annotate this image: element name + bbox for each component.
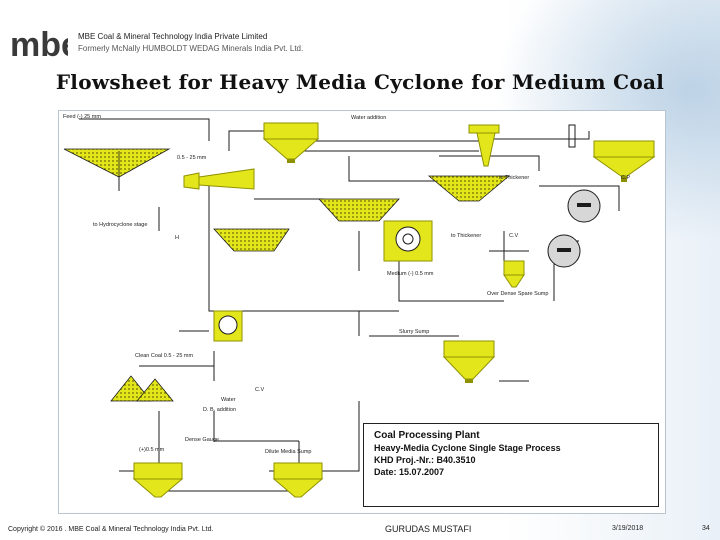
- heavy-media-cyclone: [183, 168, 255, 190]
- reject-sump: [132, 462, 184, 498]
- slurry-sump-label: Slurry Sump: [399, 329, 429, 335]
- to-thickener-label: to Thickener: [499, 175, 529, 181]
- hydrocyclone: [468, 124, 500, 167]
- to-hydrocyclone-label: to Hydrocyclone stage: [93, 222, 147, 228]
- centrifuge: [213, 310, 243, 342]
- slide-title: Flowsheet for Heavy Media Cyclone for Me…: [55, 70, 665, 94]
- header: mbe MBE Coal & Mineral Technology India …: [0, 0, 720, 64]
- info-plant: Coal Processing Plant: [374, 430, 480, 441]
- copyright-text: Copyright © 2016 . MBE Coal & Mineral Te…: [8, 526, 214, 533]
- dilute-media-sump: [272, 462, 324, 498]
- water-addition-label: Water addition: [351, 115, 386, 121]
- company-name: MBE Coal & Mineral Technology India Priv…: [78, 32, 268, 41]
- thickener: [568, 124, 656, 182]
- h-label: H: [175, 235, 179, 241]
- dilute-media-sump-label: Dilute Media Sump: [265, 449, 311, 455]
- medium-label: Medium (-) 0.5 mm: [387, 271, 434, 277]
- feed-label: Feed (-) 25 mm: [63, 114, 101, 120]
- to-thickener-lower-label: to Thickener: [451, 233, 481, 239]
- clean-coal-stockpile: [110, 375, 174, 402]
- magnetic-separator: [383, 220, 433, 262]
- flowsheet-svg: Feed (-) 25 mm Water addition 0.5 - 25 m…: [63, 114, 656, 498]
- company-former-name: Formerly McNally HUMBOLDT WEDAG Minerals…: [78, 44, 304, 53]
- clean-coal-label: Clean Coal 0.5 - 25 mm: [135, 353, 193, 359]
- control-valve-2-label: C.V: [255, 387, 265, 393]
- over-dense-sump-label: Over Dense Spare Sump: [487, 291, 548, 297]
- page-number: 34: [702, 525, 710, 532]
- info-process: Heavy-Media Cyclone Single Stage Process: [374, 443, 561, 453]
- media-vessels: [547, 189, 601, 268]
- water-label: Water: [221, 397, 236, 403]
- db-addition-label: D. B. addition: [203, 407, 236, 413]
- cp-label: C.P: [621, 175, 631, 181]
- flowsheet-diagram: Feed (-) 25 mm Water addition 0.5 - 25 m…: [58, 110, 666, 514]
- mbe-logo: mbe: [10, 26, 68, 64]
- logo-text: mbe: [10, 26, 68, 64]
- dewatering-hopper: [442, 340, 496, 383]
- rejects-label: (+)0.5 mm: [139, 447, 165, 453]
- slide-date: 3/19/2018: [612, 525, 644, 532]
- author-name: GURUDAS MUSTAFI: [385, 524, 472, 534]
- over-dense-sump: [503, 260, 525, 288]
- process-lines: [79, 118, 620, 492]
- footer: Copyright © 2016 . MBE Coal & Mineral Te…: [0, 518, 720, 540]
- dense-gauge-label: Dense Gauge: [185, 437, 219, 443]
- desliming-hopper: [262, 122, 320, 163]
- project-info-box: Coal Processing Plant Heavy-Media Cyclon…: [363, 423, 659, 507]
- info-project-number: KHD Proj.-Nr.: B40.3510: [374, 455, 476, 465]
- info-date: Date: 15.07.2007: [374, 467, 445, 477]
- control-valve-label: C.V: [509, 233, 519, 239]
- drain-screens: [213, 175, 511, 252]
- size-range-label: 0.5 - 25 mm: [177, 155, 207, 161]
- feed-screen: [63, 148, 171, 178]
